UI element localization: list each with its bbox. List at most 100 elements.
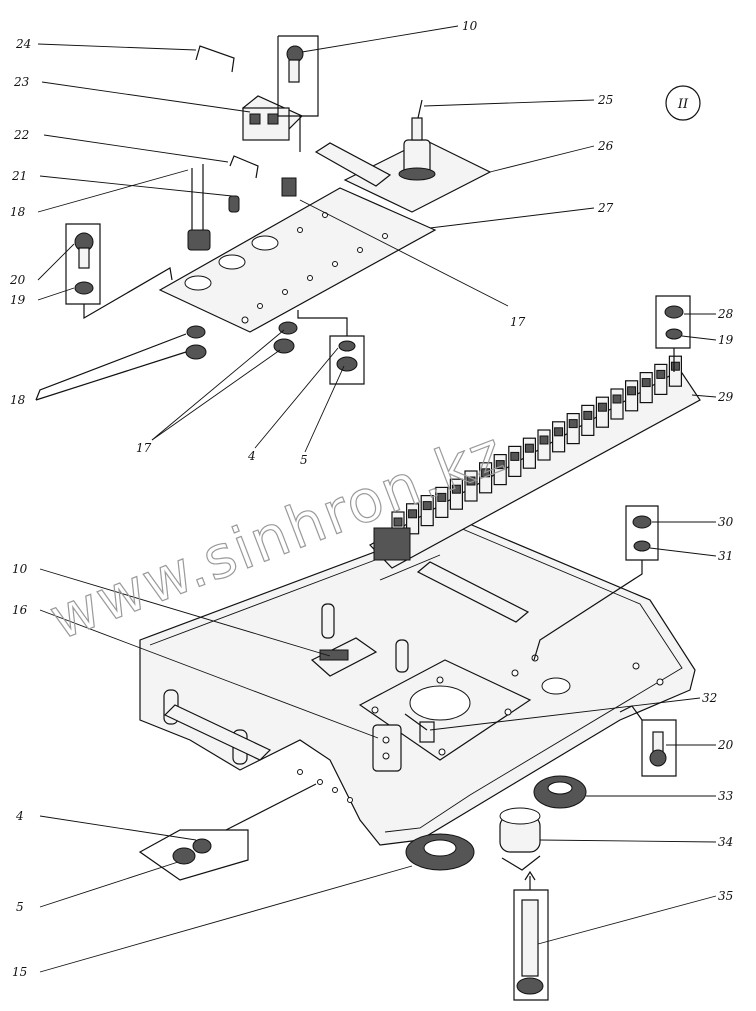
washer-4 <box>338 340 356 352</box>
callout-label: 24 <box>15 37 31 51</box>
callout-label: 26 <box>597 139 614 153</box>
terminal-screw <box>670 361 680 371</box>
terminal-block <box>551 421 566 453</box>
terminal-screw <box>539 435 549 445</box>
wire-bracket <box>195 45 235 73</box>
callout-label: 31 <box>718 549 733 563</box>
washer-19 <box>74 281 94 295</box>
terminal-screw <box>495 460 505 470</box>
callout-label: 10 <box>462 19 478 33</box>
callout-label: 20 <box>9 273 26 287</box>
terminal-strip <box>369 355 701 569</box>
terminal-screw <box>524 443 534 453</box>
nut-5 <box>336 356 358 372</box>
terminal-block <box>654 363 668 395</box>
callout-label: 23 <box>13 75 30 89</box>
terminal-block <box>581 404 595 436</box>
terminal-block <box>566 413 580 445</box>
callout-label: 17 <box>510 315 526 329</box>
callout-label: 34 <box>718 835 733 849</box>
terminal-block <box>639 372 653 404</box>
contact-assembly <box>419 721 435 743</box>
callout-label: 21 <box>11 169 27 183</box>
callout-labels: 24 23 22 21 18 20 19 18 17 4 5 10 25 26 … <box>9 19 734 979</box>
terminal-screw <box>422 501 432 511</box>
bolt-35 <box>521 899 539 977</box>
terminal-screw <box>612 394 622 404</box>
terminal-block <box>624 380 639 412</box>
terminal-blocks <box>391 355 683 543</box>
terminal-screw <box>408 509 418 519</box>
callout-label: 22 <box>13 128 29 142</box>
part-groups <box>35 35 691 1001</box>
terminal-screw <box>656 369 666 379</box>
callout-label: 17 <box>136 441 152 455</box>
terminal-block <box>522 437 537 469</box>
callout-label: 30 <box>718 515 734 529</box>
base-panel <box>139 519 696 846</box>
terminal-block <box>508 445 522 477</box>
standoff <box>321 603 335 639</box>
callout-label: 5 <box>300 453 308 467</box>
terminal-block <box>537 429 551 461</box>
terminal-screw <box>554 427 564 437</box>
wire-bracket-small <box>229 155 259 179</box>
callout-label: 19 <box>718 333 734 347</box>
perforated-plate <box>158 187 437 333</box>
callout-label: 16 <box>12 603 28 617</box>
top-plate <box>158 45 492 333</box>
terminal-screw <box>627 386 637 396</box>
washer-19b <box>665 328 683 340</box>
terminal-block <box>668 355 683 387</box>
callout-label: 25 <box>597 93 613 107</box>
terminal-screw <box>568 419 578 429</box>
callout-label: 4 <box>247 449 256 463</box>
insulating-block <box>314 142 392 187</box>
terminal-screw <box>597 402 607 412</box>
callout-label: 18 <box>10 393 26 407</box>
terminal-screw <box>641 378 651 388</box>
connector-block <box>372 724 402 772</box>
callout-label: 35 <box>718 889 733 903</box>
terminal-screw <box>481 468 491 478</box>
washer-4-lower <box>192 838 212 854</box>
nut-28 <box>664 305 684 319</box>
terminal-screw <box>451 484 461 494</box>
terminal-block <box>610 388 624 420</box>
stud-assembly <box>187 229 211 251</box>
strip-plate <box>416 561 530 623</box>
callout-label: 27 <box>597 201 614 215</box>
screw-20-lower <box>649 749 667 767</box>
callout-label: 29 <box>717 390 734 404</box>
callout-label: 33 <box>718 789 734 803</box>
terminal-screw <box>437 492 447 502</box>
callout-label: 15 <box>12 965 27 979</box>
washer-31 <box>633 540 651 552</box>
nut-30 <box>632 515 652 529</box>
small-fuse <box>228 195 240 213</box>
terminal-screw <box>466 476 476 486</box>
callout-label: 32 <box>702 691 717 705</box>
terminal-block <box>595 396 610 428</box>
callout-label: 5 <box>16 900 24 914</box>
callout-label: 28 <box>717 307 734 321</box>
nut-5-lower <box>172 847 196 865</box>
callout-label: 10 <box>12 562 28 576</box>
sheet-mark: II <box>665 85 701 121</box>
nut-18a <box>186 325 206 339</box>
callout-label: 19 <box>10 293 26 307</box>
callout-label: 4 <box>15 809 24 823</box>
standoff <box>395 639 409 673</box>
terminal-screw <box>510 451 520 461</box>
sheet-mark-text: II <box>677 97 689 112</box>
callout-label: 18 <box>10 205 26 219</box>
leader-lines <box>37 25 717 973</box>
terminal-end-block <box>373 527 411 561</box>
callout-label: 20 <box>717 738 734 752</box>
nut-17b <box>273 338 295 354</box>
terminal-screw <box>583 410 593 420</box>
terminal-screw <box>393 517 403 527</box>
nut-18b <box>185 344 207 360</box>
